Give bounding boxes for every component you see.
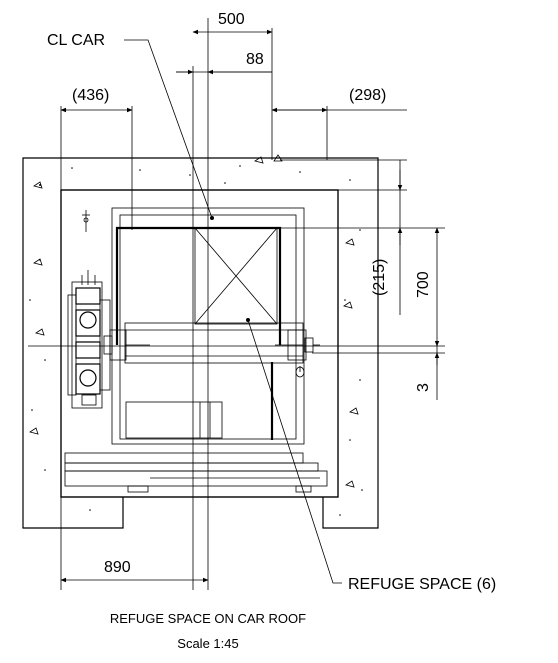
caption-title: REFUGE SPACE ON CAR ROOF [110, 611, 306, 626]
dim-436: (436) [72, 87, 109, 104]
machine-unit [67, 270, 111, 409]
leader-lines [124, 39, 342, 584]
label-cl-car: CL CAR [47, 32, 105, 49]
dimension-lines [60, 29, 440, 583]
caption-scale: Scale 1:45 [177, 636, 238, 651]
dim-215: (215) [371, 259, 388, 296]
dim-500: 500 [218, 11, 245, 28]
dim-298: (298) [349, 87, 386, 104]
concrete-texture [29, 154, 363, 516]
dim-3: 3 [415, 383, 432, 392]
extension-lines [60, 28, 445, 590]
label-refuge-space: REFUGE SPACE (6) [348, 576, 496, 593]
dim-88: 88 [246, 51, 264, 68]
centre-lines [28, 18, 445, 590]
dim-700: 700 [415, 271, 432, 298]
dim-890: 890 [104, 559, 131, 576]
car-outline [64, 207, 328, 493]
